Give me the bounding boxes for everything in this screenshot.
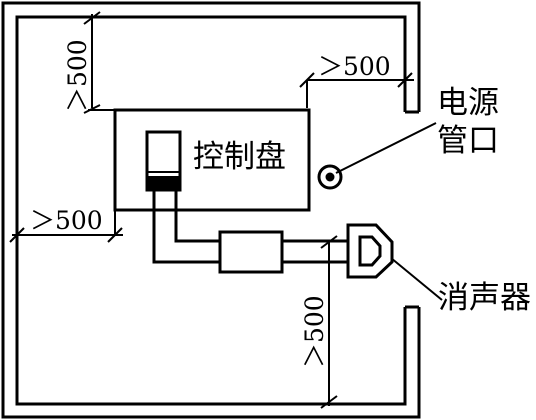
- control-panel-box: [113, 108, 311, 212]
- dimension-left: ＞500: [30, 206, 103, 235]
- silencer-label: 消声器: [438, 280, 531, 316]
- power-inlet-icon: [317, 164, 343, 190]
- dimension-top-right: ＞500: [318, 52, 391, 81]
- silencer-shape: [346, 223, 394, 279]
- silencer-leader: [390, 257, 443, 301]
- control-panel-label: 控制盘: [193, 139, 286, 175]
- panel-connector: [145, 130, 182, 192]
- room-wall: [1, 1, 421, 419]
- duct-pipe: [152, 190, 348, 274]
- dimension-top-left: ＞500: [63, 39, 92, 112]
- power-inlet-label-line1: 电源: [437, 85, 499, 121]
- power-inlet-leader: [335, 122, 437, 174]
- dimension-bottom: ＞500: [300, 295, 329, 368]
- dimension-lines: [9, 11, 414, 409]
- power-inlet-label-line2: 管口: [437, 123, 499, 159]
